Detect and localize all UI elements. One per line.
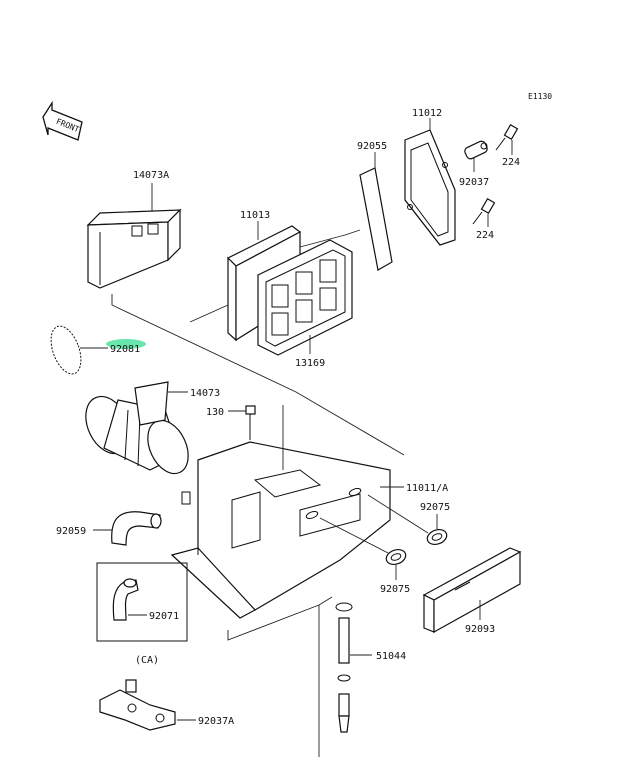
spring-clamp-92081[interactable] xyxy=(45,322,87,378)
label-11012: 11012 xyxy=(412,108,442,119)
california-variant-box xyxy=(96,562,188,642)
label-11011A: 11011/A xyxy=(406,483,448,494)
label-13169: 13169 xyxy=(295,358,325,369)
label-92075-a: 92075 xyxy=(420,502,450,513)
drain-assy-51044[interactable] xyxy=(335,602,353,733)
bolt-224-lower[interactable] xyxy=(472,197,496,225)
air-cleaner-case-11011A[interactable] xyxy=(170,441,391,619)
label-14073: 14073 xyxy=(190,388,220,399)
label-92037: 92037 xyxy=(459,177,489,188)
label-92055: 92055 xyxy=(357,141,387,152)
label-92059: 92059 xyxy=(56,526,86,537)
bolt-224-upper[interactable] xyxy=(495,123,519,151)
label-92075-b: 92075 xyxy=(380,584,410,595)
highlight-marker xyxy=(106,339,146,349)
label-CA: (CA) xyxy=(135,655,159,666)
label-92081: 92081 xyxy=(110,344,140,355)
label-224-b: 224 xyxy=(476,230,494,241)
element-holder-13169[interactable] xyxy=(257,239,353,356)
pad-92093[interactable] xyxy=(422,547,522,634)
duct-14073A[interactable] xyxy=(86,208,182,289)
air-cleaner-cover-11012[interactable] xyxy=(404,129,456,246)
clamp-92037[interactable] xyxy=(463,140,488,160)
clamp-92037A[interactable] xyxy=(99,679,176,731)
label-92071: 92071 xyxy=(149,611,179,622)
label-130: 130 xyxy=(206,407,224,418)
intake-duct-14073[interactable] xyxy=(77,381,196,480)
label-224-a: 224 xyxy=(502,157,520,168)
grommet-92075-left[interactable] xyxy=(384,547,408,567)
label-51044: 51044 xyxy=(376,651,406,662)
grommet-92075-right[interactable] xyxy=(425,527,449,547)
gasket-92055[interactable] xyxy=(359,167,393,271)
label-92037A: 92037A xyxy=(198,716,234,727)
label-11013: 11013 xyxy=(240,210,270,221)
front-arrow-icon: FRONT xyxy=(42,100,83,141)
hose-92059[interactable] xyxy=(111,511,162,546)
hose-92071[interactable] xyxy=(112,578,139,621)
screw-130[interactable] xyxy=(245,405,256,440)
diagram-code: E1130 xyxy=(528,92,552,101)
label-14073A: 14073A xyxy=(133,170,169,181)
label-92093: 92093 xyxy=(465,624,495,635)
